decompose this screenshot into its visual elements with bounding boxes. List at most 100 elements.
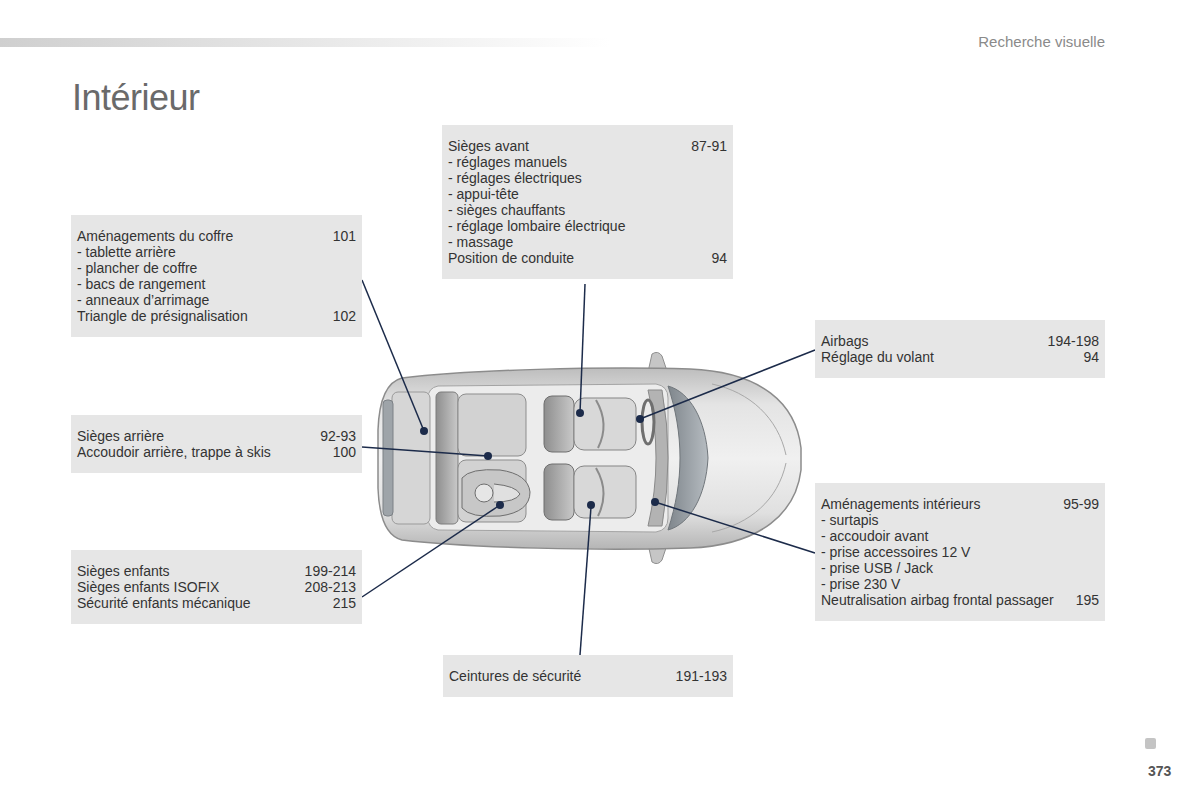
leader-dot: [496, 501, 504, 509]
child-head: [475, 484, 493, 502]
callout-row: Sièges enfants199-214: [77, 563, 356, 579]
item-text: - prise accessoires 12 V: [821, 544, 970, 560]
callout-row: - bacs de rangement: [77, 276, 356, 292]
item-text: Sièges arrière: [77, 428, 164, 444]
callout-row: Réglage du volant94: [821, 349, 1099, 365]
page-reference: 100: [333, 444, 356, 460]
child-body: [494, 484, 520, 502]
callout-row: Accoudoir arrière, trappe à skis 100: [77, 444, 356, 460]
item-text: - sièges chauffants: [448, 202, 565, 218]
page-reference: 194-198: [1048, 333, 1099, 349]
callout-box: Sièges arrière92-93Accoudoir arrière, tr…: [71, 415, 362, 473]
item-text: Sécurité enfants mécanique: [77, 595, 251, 611]
item-text: - tablette arrière: [77, 244, 176, 260]
callout-row: Ceintures de sécurité 191-193: [449, 668, 727, 684]
callout-row: Airbags 194-198: [821, 333, 1099, 349]
rear-window: [383, 400, 393, 516]
item-text: Réglage du volant: [821, 349, 934, 365]
leader-dot: [484, 452, 492, 460]
front-seat-cushion: [574, 466, 636, 518]
item-text: - plancher de coffre: [77, 260, 197, 276]
page-reference: 215: [333, 595, 356, 611]
item-text: Sièges enfants ISOFIX: [77, 579, 219, 595]
callout-row: - réglages manuels: [448, 154, 727, 170]
callout-box: Ceintures de sécurité 191-193: [443, 655, 733, 697]
callout-row: Aménagements intérieurs 95-99: [821, 496, 1099, 512]
leader-dot: [587, 501, 595, 509]
leader-line: [362, 280, 424, 431]
callout-row: - prise accessoires 12 V: [821, 544, 1099, 560]
item-text: - surtapis: [821, 512, 879, 528]
item-text: - massage: [448, 234, 513, 250]
item-text: Aménagements du coffre: [77, 228, 233, 244]
item-text: - réglages manuels: [448, 154, 567, 170]
page-number: 373: [1148, 763, 1171, 779]
item-text: Neutralisation airbag frontal passager: [821, 592, 1054, 608]
callout-row: - appui-tête: [448, 186, 727, 202]
child-seat: [462, 470, 530, 517]
callout-row: - prise 230 V: [821, 576, 1099, 592]
rear-seat-back: [436, 392, 458, 524]
page-reference: 102: [333, 308, 356, 324]
trunk: [392, 392, 430, 524]
leader-dot: [420, 427, 428, 435]
item-text: Airbags: [821, 333, 868, 349]
callout-box: Airbags 194-198Réglage du volant94: [815, 320, 1105, 378]
hood-line: [712, 463, 786, 532]
item-text: Ceintures de sécurité: [449, 668, 581, 684]
item-text: Position de conduite: [448, 250, 574, 266]
page-marker: [1145, 738, 1156, 749]
page-title: Intérieur: [72, 76, 200, 120]
front-seat-back: [544, 396, 574, 452]
page-reference: 195: [1076, 592, 1099, 608]
callout-row: Triangle de présignalisation 102: [77, 308, 356, 324]
callout-row: Sièges avant87-91: [448, 138, 727, 154]
item-text: - réglages électriques: [448, 170, 582, 186]
leader-line: [655, 502, 815, 553]
leader-dot: [636, 415, 644, 423]
callout-row: - réglages électriques: [448, 170, 727, 186]
item-text: Accoudoir arrière, trappe à skis: [77, 444, 271, 460]
callout-row: - surtapis: [821, 512, 1099, 528]
callout-row: Aménagements du coffre 101: [77, 228, 356, 244]
page-reference: 101: [333, 228, 356, 244]
steering-wheel: [642, 400, 654, 444]
callout-row: - sièges chauffants: [448, 202, 727, 218]
callout-row: Sécurité enfants mécanique 215: [77, 595, 356, 611]
page-reference: 92-93: [320, 428, 356, 444]
callout-row: Sièges arrière 92-93: [77, 428, 356, 444]
front-seat-cushion: [574, 398, 636, 450]
item-text: Triangle de présignalisation: [77, 308, 248, 324]
callout-row: Neutralisation airbag frontal passager 19…: [821, 592, 1099, 608]
callout-row: - tablette arrière: [77, 244, 356, 260]
item-text: Aménagements intérieurs: [821, 496, 981, 512]
callout-row: - accoudoir avant: [821, 528, 1099, 544]
item-text: - anneaux d’arrimage: [77, 292, 209, 308]
cabin-floor: [428, 384, 668, 532]
leader-line: [580, 507, 591, 655]
callout-row: Sièges enfants ISOFIX208-213: [77, 579, 356, 595]
hood-line: [712, 384, 786, 455]
callout-row: - prise USB / Jack: [821, 560, 1099, 576]
page-reference: 87-91: [691, 138, 727, 154]
page-reference: 191-193: [676, 668, 727, 684]
item-text: - réglage lombaire électrique: [448, 218, 625, 234]
leader-line: [640, 350, 815, 419]
leader-dot: [576, 409, 584, 417]
item-text: - appui-tête: [448, 186, 519, 202]
callout-row: Position de conduite 94: [448, 250, 727, 266]
callout-box: Aménagements intérieurs95-99- surtapis- …: [815, 483, 1105, 621]
front-seat-back: [544, 464, 574, 520]
page-reference: 95-99: [1063, 496, 1099, 512]
callout-box: Sièges enfants199-214Sièges enfants ISOF…: [71, 550, 362, 624]
item-text: - prise 230 V: [821, 576, 900, 592]
item-text: Sièges enfants: [77, 563, 170, 579]
callout-row: - réglage lombaire électrique: [448, 218, 727, 234]
item-text: - prise USB / Jack: [821, 560, 933, 576]
seat-belt: [596, 400, 604, 448]
callout-row: - plancher de coffre: [77, 260, 356, 276]
page-reference: 94: [711, 250, 727, 266]
leader-line: [580, 284, 585, 413]
header-bar: [0, 38, 610, 47]
